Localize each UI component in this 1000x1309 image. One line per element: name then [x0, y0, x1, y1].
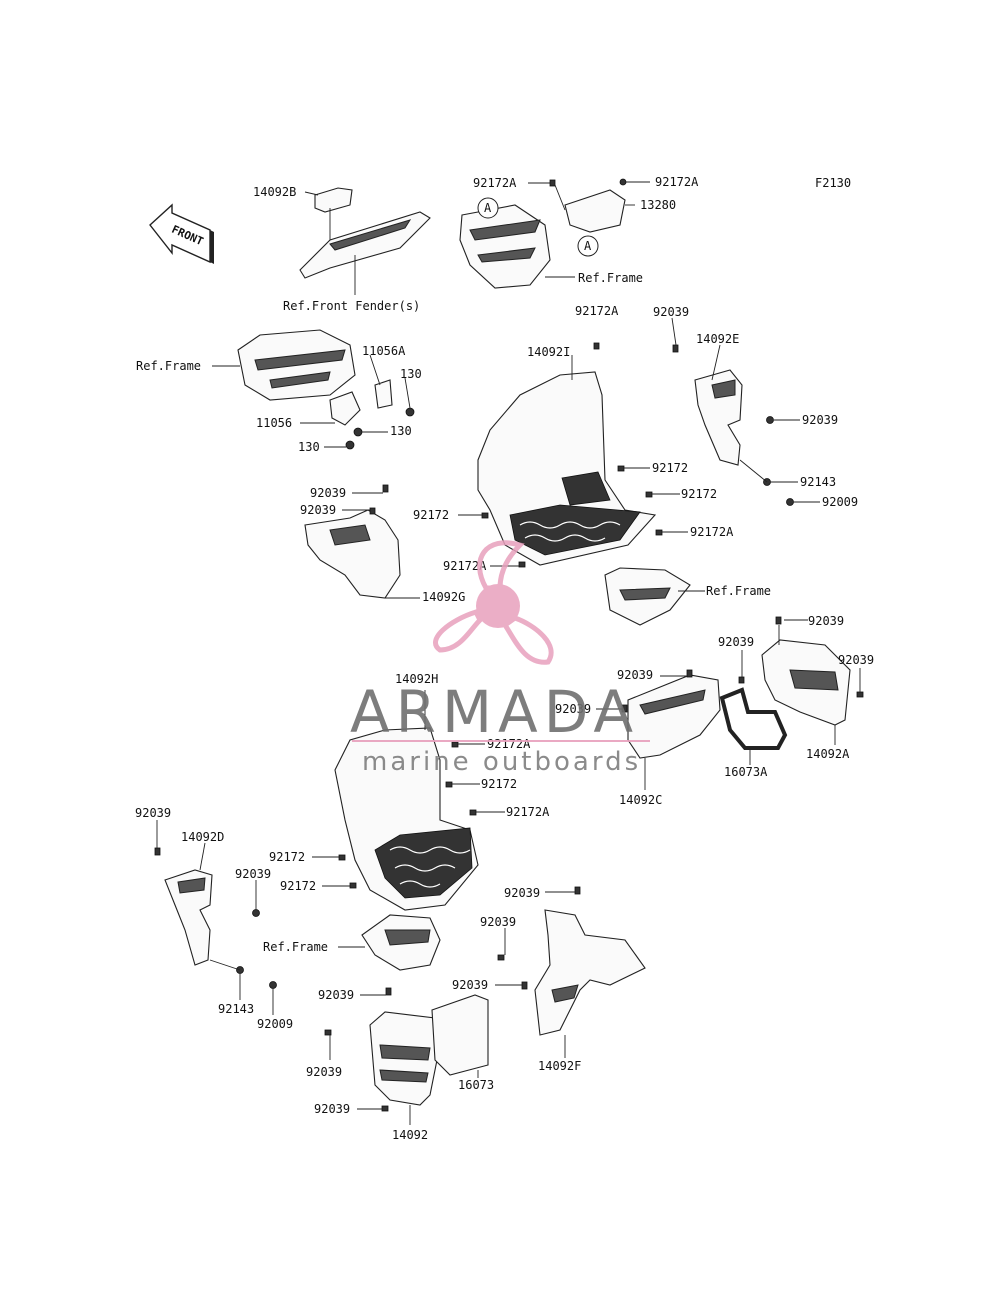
- armada-watermark-logo: [433, 540, 554, 665]
- label-130-b: 130: [390, 424, 412, 438]
- label-92172A-h3: 92172A: [506, 805, 550, 819]
- part-14092D: [154, 820, 277, 1015]
- label-ref-frame-top: Ref.Frame: [578, 271, 643, 285]
- label-92039-f3: 92039: [452, 978, 488, 992]
- label-130-a: 130: [400, 367, 422, 381]
- label-14092H: 14092H: [395, 672, 438, 686]
- part-14092G: [304, 484, 420, 599]
- label-14092E: 14092E: [696, 332, 739, 346]
- label-92172-h2: 92172: [481, 777, 517, 791]
- label-92039-f2: 92039: [480, 915, 516, 929]
- label-92172-g3: 92172: [413, 508, 449, 522]
- label-92039-b2: 92039: [306, 1065, 342, 1079]
- watermark-tagline: marine outboards: [362, 747, 641, 777]
- part-14092I-floor: [458, 342, 705, 626]
- label-92172-c2: 92172: [681, 487, 717, 501]
- label-92172A-g4: 92172A: [443, 559, 487, 573]
- label-92009-e: 92009: [822, 495, 858, 509]
- label-92143-e: 92143: [800, 475, 836, 489]
- label-ref-frame-left: Ref.Frame: [136, 359, 201, 373]
- label-14092F: 14092F: [538, 1059, 581, 1073]
- label-14092A: 14092A: [806, 747, 850, 761]
- part-16073A: [719, 687, 788, 765]
- frame-left-assembly: [212, 329, 415, 450]
- label-11056: 11056: [256, 416, 292, 430]
- label-92172A-top-right: 92172A: [655, 175, 699, 189]
- label-14092B: 14092B: [253, 185, 296, 199]
- label-ref-front-fender: Ref.Front Fender(s): [283, 299, 420, 313]
- label-92039-d1: 92039: [135, 806, 171, 820]
- label-92009-d: 92009: [257, 1017, 293, 1031]
- label-92143-d: 92143: [218, 1002, 254, 1016]
- diagram-code: F2130: [815, 176, 851, 190]
- label-92172A-top-left: 92172A: [473, 176, 517, 190]
- label-92039-c-mid: 92039: [555, 702, 591, 716]
- label-14092I: 14092I: [527, 345, 570, 359]
- part-14092A: [738, 616, 864, 745]
- label-92039-e-mid: 92039: [802, 413, 838, 427]
- label-14092G: 14092G: [422, 590, 465, 604]
- label-16073: 16073: [458, 1078, 494, 1092]
- label-11056A: 11056A: [362, 344, 406, 358]
- label-16073A: 16073A: [724, 765, 768, 779]
- callout-a-bottom: A: [584, 239, 592, 253]
- label-92039-e-top: 92039: [653, 305, 689, 319]
- label-92039-b3: 92039: [314, 1102, 350, 1116]
- part-14092F: [495, 886, 646, 1058]
- label-130-c: 130: [298, 440, 320, 454]
- label-92172A-c3: 92172A: [690, 525, 734, 539]
- label-92039-g2: 92039: [300, 503, 336, 517]
- frame-top-assembly: [459, 178, 650, 289]
- label-92039-c-left: 92039: [617, 668, 653, 682]
- part-14092H-floor: [312, 690, 505, 971]
- label-14092D: 14092D: [181, 830, 224, 844]
- front-arrow-icon: FRONT: [149, 203, 214, 264]
- label-92039-g1: 92039: [310, 486, 346, 500]
- label-92039-f1: 92039: [504, 886, 540, 900]
- label-92039-d2: 92039: [235, 867, 271, 881]
- label-14092C: 14092C: [619, 793, 662, 807]
- part-14092C: [596, 669, 721, 790]
- label-92039-b1: 92039: [318, 988, 354, 1002]
- watermark-brand: ARMADA: [350, 678, 639, 746]
- label-92039-a3: 92039: [838, 653, 874, 667]
- part-14092E: [671, 317, 820, 506]
- label-92172-c1: 92172: [652, 461, 688, 475]
- label-ref-frame-bottom: Ref.Frame: [263, 940, 328, 954]
- label-92172A-mid: 92172A: [575, 304, 619, 318]
- callout-a-top: A: [484, 201, 492, 215]
- label-92172-h4: 92172: [269, 850, 305, 864]
- part-14092: [324, 987, 441, 1125]
- label-13280: 13280: [640, 198, 676, 212]
- label-92039-a2: 92039: [718, 635, 754, 649]
- part-14092B-assembly: [299, 187, 431, 295]
- part-16073: [431, 994, 489, 1078]
- label-ref-frame-mid: Ref.Frame: [706, 584, 771, 598]
- label-92172-h5: 92172: [280, 879, 316, 893]
- label-92039-a1: 92039: [808, 614, 844, 628]
- label-14092: 14092: [392, 1128, 428, 1142]
